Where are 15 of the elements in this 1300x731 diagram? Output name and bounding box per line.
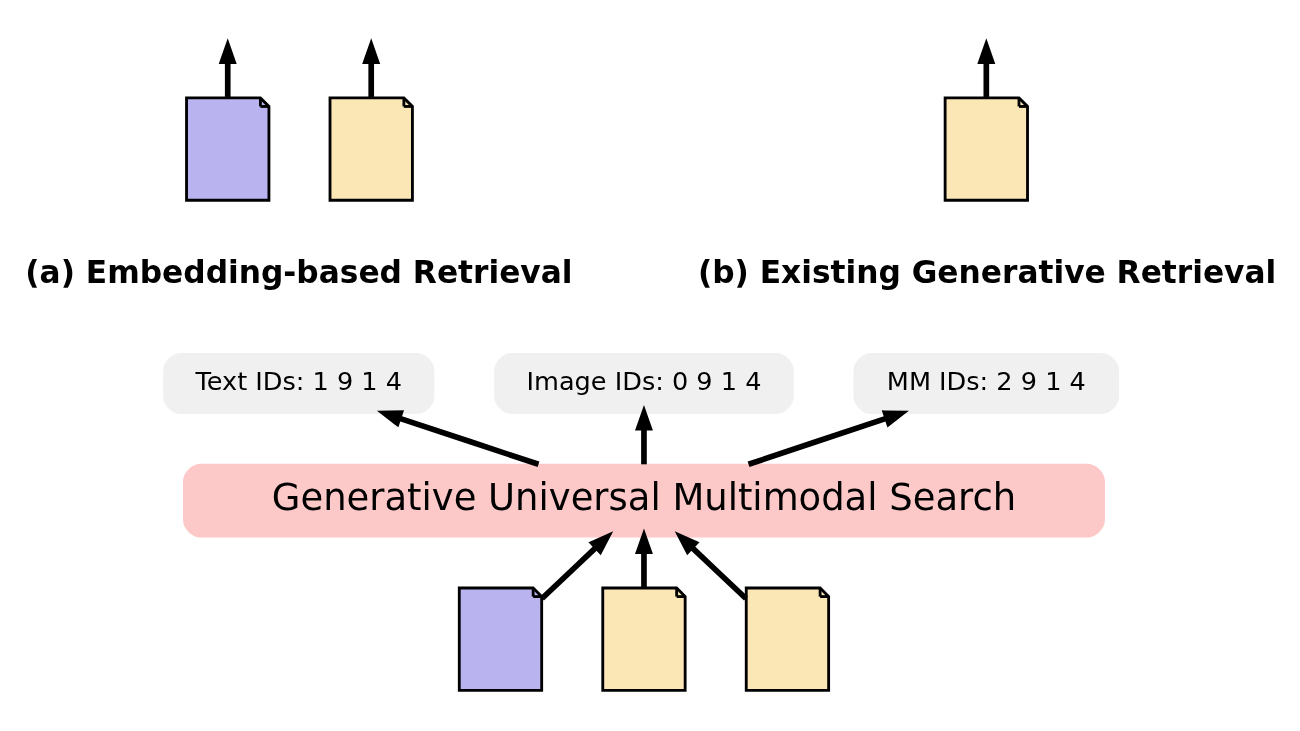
label: (b) Existing Generative Retrieval	[697, 253, 1277, 290]
arrow	[635, 527, 653, 588]
node-box: Image IDs: 0 9 1 4	[494, 352, 794, 414]
arrow	[376, 409, 540, 467]
node-box: Text IDs: 1 9 1 4	[163, 352, 435, 414]
arrow	[540, 530, 614, 601]
arrow	[977, 37, 996, 98]
arrow	[674, 530, 748, 601]
node-box: Generative Universal Multimodal Search	[183, 463, 1105, 538]
arrow	[635, 404, 653, 464]
node-box: MM IDs: 2 9 1 4	[853, 352, 1120, 414]
arrow	[747, 409, 909, 467]
arrow	[218, 37, 237, 98]
label: (a) Embedding-based Retrieval	[25, 253, 573, 290]
arrow	[362, 37, 381, 98]
